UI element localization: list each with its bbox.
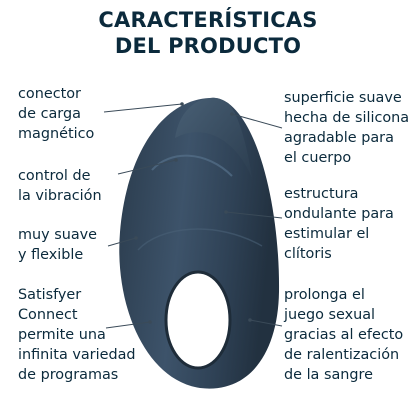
feature-prolong: prolonga el juego sexual gracias al efec…	[284, 285, 403, 385]
feature-vibration: control de la vibración	[18, 166, 102, 206]
leader-dot-prolong	[248, 318, 252, 322]
feature-charging: conector de carga magnético	[18, 84, 94, 144]
product-body	[119, 97, 280, 389]
leader-line-structure	[225, 211, 283, 219]
leader-line-vibration	[117, 159, 177, 175]
feature-line: hecha de silicona	[284, 110, 410, 126]
leader-line-charging	[103, 103, 183, 113]
product-ring-hole	[166, 272, 230, 368]
product-ring-rim	[164, 270, 232, 370]
product-top-wave	[175, 97, 252, 178]
feature-line: de carga	[18, 106, 81, 122]
feature-line: juego sexual	[284, 307, 376, 323]
feature-line: de la sangre	[284, 367, 373, 383]
feature-line: infinita variedad	[18, 347, 136, 363]
leader-line-connect	[105, 321, 151, 329]
feature-line: muy suave	[18, 227, 98, 243]
leader-dot-structure	[224, 210, 228, 214]
feature-line: y flexible	[18, 247, 84, 263]
feature-line: estructura	[284, 186, 359, 202]
leader-line-prolong	[249, 319, 283, 327]
leader-dot-vibration	[174, 158, 178, 162]
feature-structure: estructura ondulante para estimular el c…	[284, 184, 394, 264]
feature-line: clítoris	[284, 246, 332, 262]
page-title: CARACTERÍSTICAS	[98, 8, 318, 32]
feature-surface: superficie suave hecha de silicona agrad…	[284, 88, 409, 168]
feature-line: ondulante para	[284, 206, 394, 222]
feature-line: conector	[18, 86, 81, 102]
product-contour-lower	[137, 228, 263, 251]
feature-line: agradable para	[284, 130, 394, 146]
page-subtitle: DEL PRODUCTO	[114, 34, 302, 58]
leader-line-soft	[107, 237, 137, 247]
leader-dot-charging	[180, 102, 184, 106]
feature-line: el cuerpo	[284, 150, 352, 166]
feature-line: de ralentización	[284, 347, 400, 363]
feature-line: magnético	[18, 126, 95, 142]
leader-dot-surface	[230, 112, 234, 116]
leader-dot-soft	[134, 236, 138, 240]
feature-line: Satisfyer	[18, 287, 82, 303]
leader-line-surface	[231, 113, 283, 129]
feature-line: estimular el	[284, 226, 370, 242]
feature-line: de programas	[18, 367, 119, 383]
feature-line: superficie suave	[284, 90, 402, 106]
feature-line: prolonga el	[284, 287, 365, 303]
feature-connect: Satisfyer Connect permite una infinita v…	[18, 285, 136, 385]
feature-line: Connect	[18, 307, 78, 323]
feature-line: control de	[18, 168, 91, 184]
feature-line: gracias al efecto	[284, 327, 404, 343]
feature-line: la vibración	[18, 188, 102, 204]
feature-line: permite una	[18, 327, 106, 343]
leader-dot-connect	[148, 320, 152, 324]
feature-soft: muy suave y flexible	[18, 225, 97, 265]
